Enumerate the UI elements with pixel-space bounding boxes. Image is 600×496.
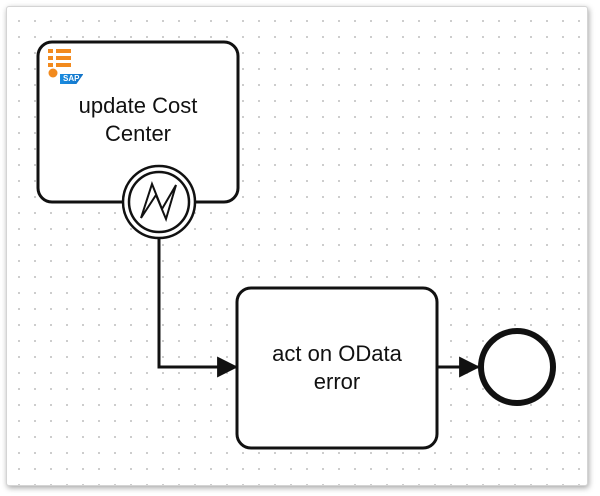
error-task-label: act on OData error xyxy=(272,341,402,394)
end-event[interactable] xyxy=(478,328,556,406)
boundary-error-event[interactable] xyxy=(121,164,197,240)
lightning-error-icon xyxy=(140,181,177,222)
sap-service-task-icon xyxy=(48,49,71,78)
service-task-label: update Cost Center xyxy=(78,93,198,146)
sequence-flow-error[interactable] xyxy=(157,230,239,378)
sap-badge: SAP xyxy=(60,74,84,84)
task-act-on-odata-error[interactable] xyxy=(235,286,439,450)
